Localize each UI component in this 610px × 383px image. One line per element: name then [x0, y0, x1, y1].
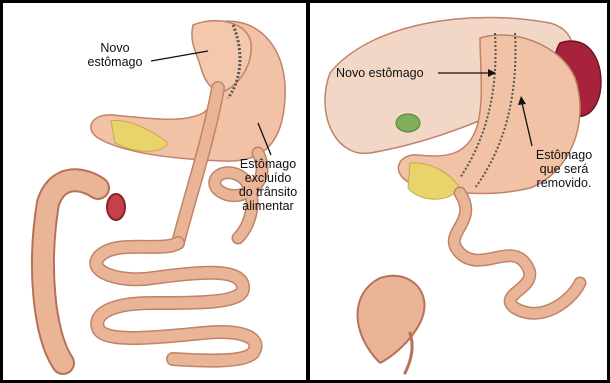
- new-stomach-label-right: Novo estômago: [336, 66, 446, 80]
- removed-stomach-label: Estômago que será removido.: [522, 148, 606, 190]
- new-stomach-label-left: Novo estômago: [75, 41, 155, 69]
- sleeve-illustration: [310, 3, 607, 380]
- excluded-stomach-label: Estômago excluído do trânsito alimentar: [231, 157, 305, 213]
- colon: [358, 276, 425, 363]
- gallbladder: [396, 114, 420, 132]
- left-panel-gastric-bypass: Novo estômago Estômago excluído do trâns…: [3, 3, 306, 380]
- right-panel-sleeve-gastrectomy: Novo estômago Estômago que será removido…: [310, 3, 607, 380]
- colon-cut-end: [107, 194, 125, 220]
